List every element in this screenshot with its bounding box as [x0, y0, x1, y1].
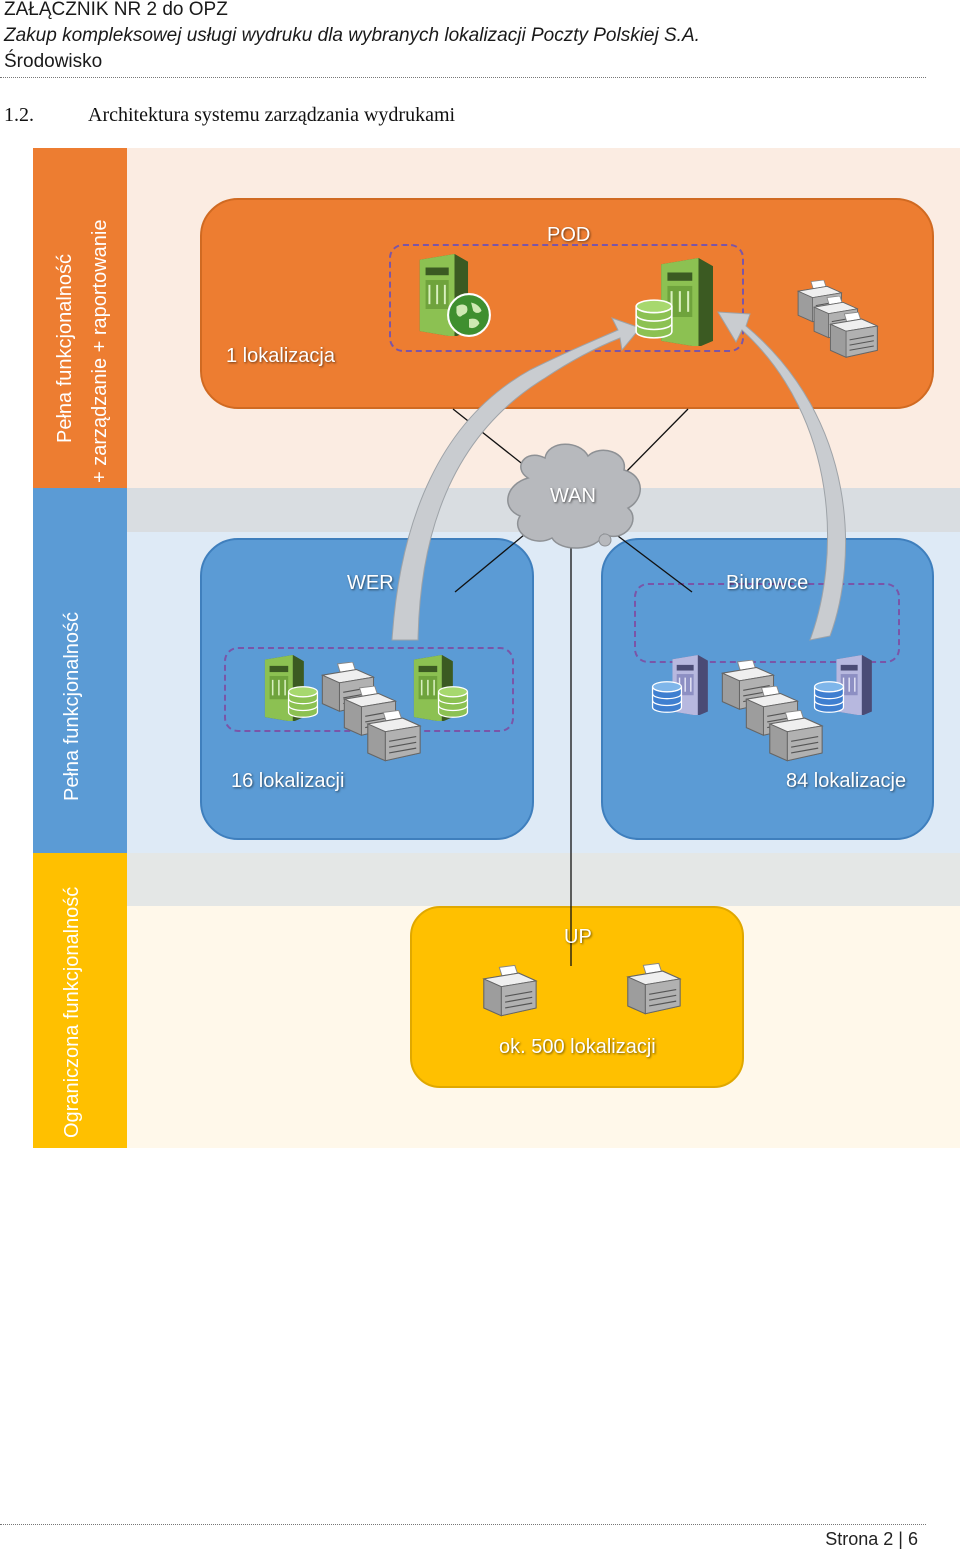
up-sites: ok. 500 lokalizacji — [499, 1036, 656, 1058]
link-pod-wan-left — [452, 408, 531, 471]
footer-rule — [0, 1524, 926, 1525]
database-icon — [813, 681, 845, 713]
database-icon — [437, 686, 469, 718]
sidebar-full: Pełna funkcjonalność — [33, 488, 127, 853]
header-attachment-title: ZAŁĄCZNIK NR 2 do OPZ — [4, 0, 228, 20]
header-section: Środowisko — [4, 51, 103, 72]
wer-sites: 16 lokalizacji — [231, 770, 345, 792]
band-separator-bottom — [127, 853, 960, 906]
biurowce-sites: 84 lokalizacje — [786, 770, 907, 792]
section-title: Architektura systemu zarządzania wydruka… — [88, 104, 456, 126]
link-wan-biurowce — [609, 529, 693, 593]
pod-sites: 1 lokalizacja — [226, 345, 335, 367]
printer-icon — [483, 964, 537, 1017]
sidebar-limited: Ograniczona funkcjonalność — [33, 853, 127, 1148]
link-wan-wer — [454, 529, 531, 593]
database-icon — [651, 681, 683, 713]
up-label: UP — [564, 926, 592, 948]
wer-label: WER — [347, 572, 394, 594]
header-rule — [0, 77, 926, 78]
page-number: Strona 2 | 6 — [825, 1529, 918, 1549]
wer-box — [200, 538, 534, 840]
arrow-biurowce-to-pod — [717, 311, 847, 641]
globe-icon — [447, 293, 491, 337]
pod-server-group — [389, 244, 744, 352]
pod-label: POD — [547, 224, 591, 246]
biurowce-label: Biurowce — [726, 572, 809, 594]
up-box — [410, 906, 744, 1088]
database-icon — [287, 686, 319, 718]
printer-icon — [627, 962, 681, 1015]
wan-label: WAN — [550, 485, 596, 507]
section-number: 1.2. — [4, 104, 34, 126]
sidebar-management: Pełna funkcjonalność + zarządzanie + rap… — [33, 148, 127, 488]
database-icon — [635, 299, 673, 339]
header-subject: Zakup kompleksowej usługi wydruku dla wy… — [4, 25, 700, 46]
link-pod-wan-right — [621, 408, 689, 477]
biurowce-device-group — [634, 583, 900, 663]
network-links — [452, 408, 693, 966]
cloud-icon — [507, 443, 641, 549]
